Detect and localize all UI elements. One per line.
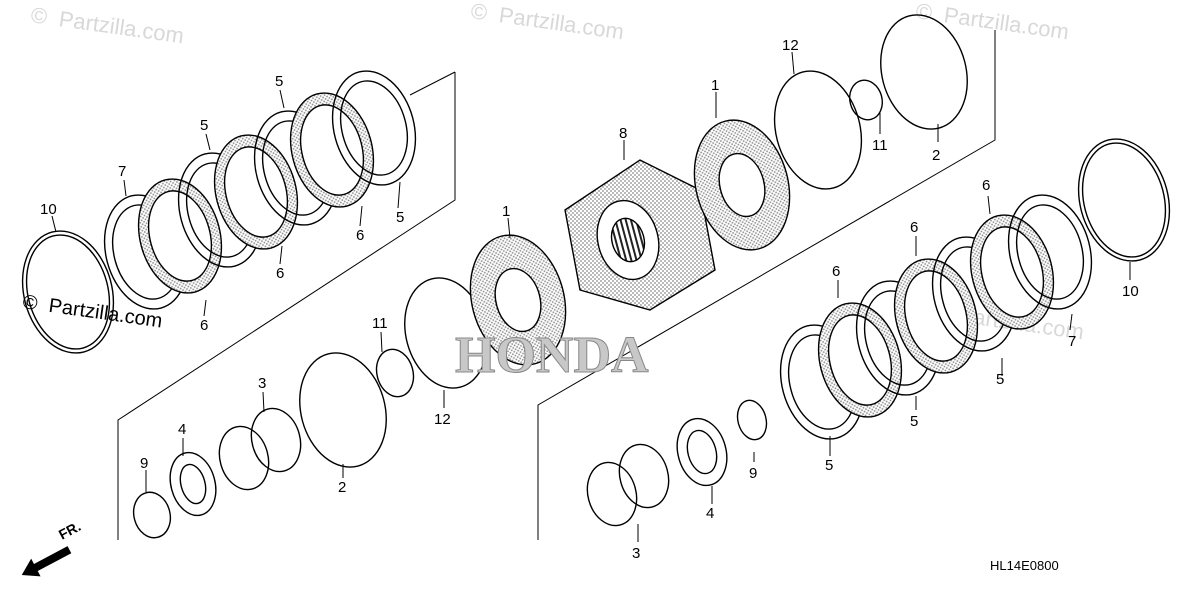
watermark-text-3: Partzilla.com	[942, 2, 1070, 44]
callout-6-f: 6	[982, 177, 990, 194]
o-ring-12-right	[773, 70, 863, 190]
svg-text:© Partzilla.com: © Partzilla.com	[469, 0, 625, 44]
callout-2-right: 2	[932, 147, 940, 164]
one-way-clutch-4-left	[169, 451, 217, 517]
callout-10-left: 10	[40, 201, 57, 218]
callout-6-e: 6	[910, 219, 918, 236]
seal-ring-3-right-b	[618, 443, 670, 509]
right-small-parts	[586, 399, 768, 527]
callout-4-right: 4	[706, 505, 714, 522]
seal-ring-3-left-b	[250, 407, 302, 473]
snap-ring-10-right	[1077, 138, 1171, 262]
callout-2-left: 2	[338, 479, 346, 496]
frame-lines	[117, 30, 996, 540]
leader-lines	[51, 51, 1131, 542]
callout-5-f: 5	[825, 457, 833, 474]
watermark-text-2: Partzilla.com	[497, 2, 625, 44]
callout-12-right: 12	[782, 37, 799, 54]
watermark-text-1: Partzilla.com	[57, 6, 185, 48]
callout-12-left: 12	[434, 411, 451, 428]
seal-ring-3-right-a	[586, 461, 638, 527]
one-way-clutch-4-right	[676, 417, 728, 487]
snap-ring-9-right	[736, 399, 768, 441]
o-ring-11-left	[375, 348, 415, 398]
snap-ring-10-left	[21, 230, 115, 354]
callout-1-right: 1	[711, 77, 719, 94]
watermark-copyright-3: ©	[914, 0, 934, 25]
callout-5-c: 5	[396, 209, 404, 226]
snap-ring-2-left	[299, 352, 387, 468]
o-ring-11-right	[849, 79, 883, 121]
steel-plate-5-c	[331, 70, 417, 186]
watermark-copyright-2: ©	[469, 0, 489, 25]
callout-5-d: 5	[996, 371, 1004, 388]
callout-1-left: 1	[502, 203, 510, 220]
callout-5-e: 5	[910, 413, 918, 430]
left-upper-frame	[117, 72, 456, 540]
snap-ring-2-right	[880, 14, 968, 130]
honda-logo: HONDA	[455, 327, 649, 384]
seal-ring-3-left-a	[218, 425, 270, 491]
callout-7-left: 7	[118, 163, 126, 180]
left-clutch-pack	[21, 70, 417, 354]
callout-3-left: 3	[258, 375, 266, 392]
callout-11-right: 11	[872, 137, 888, 154]
callout-9-left: 9	[140, 455, 148, 472]
right-upper-rings	[773, 14, 968, 190]
callout-3-right: 3	[632, 545, 640, 562]
snap-ring-9-left	[132, 491, 172, 539]
diagram-code: HL14E0800	[990, 558, 1059, 573]
svg-text:© Partzilla.com: © Partzilla.com	[29, 2, 185, 48]
left-small-parts	[132, 277, 488, 539]
plate-7-right	[1007, 194, 1093, 310]
left-top-dash	[409, 71, 456, 96]
callout-4-left: 4	[178, 421, 186, 438]
right-clutch-pack	[779, 138, 1171, 440]
front-label: FR.	[56, 518, 83, 543]
right-upper-frame	[537, 30, 996, 540]
callout-5-b: 5	[275, 73, 283, 90]
callout-5-a: 5	[200, 117, 208, 134]
callout-6-c: 6	[200, 317, 208, 334]
callouts: 10 7 5 5 5 6 6 6 9 4 3 2 11 12 1 8 1 12 …	[40, 37, 1139, 562]
callout-11-left: 11	[372, 315, 388, 332]
callout-6-d: 6	[832, 263, 840, 280]
front-arrow-icon	[21, 546, 72, 577]
callout-9-right: 9	[749, 465, 757, 482]
callout-6-b: 6	[276, 265, 284, 282]
front-direction-marker: FR.	[21, 518, 83, 577]
callout-8: 8	[619, 125, 627, 142]
center-assembly	[469, 119, 791, 366]
watermark-copyright-1: ©	[29, 2, 49, 29]
callout-10-right: 10	[1122, 283, 1139, 300]
callout-6-a: 6	[356, 227, 364, 244]
callout-7-right: 7	[1068, 333, 1076, 350]
